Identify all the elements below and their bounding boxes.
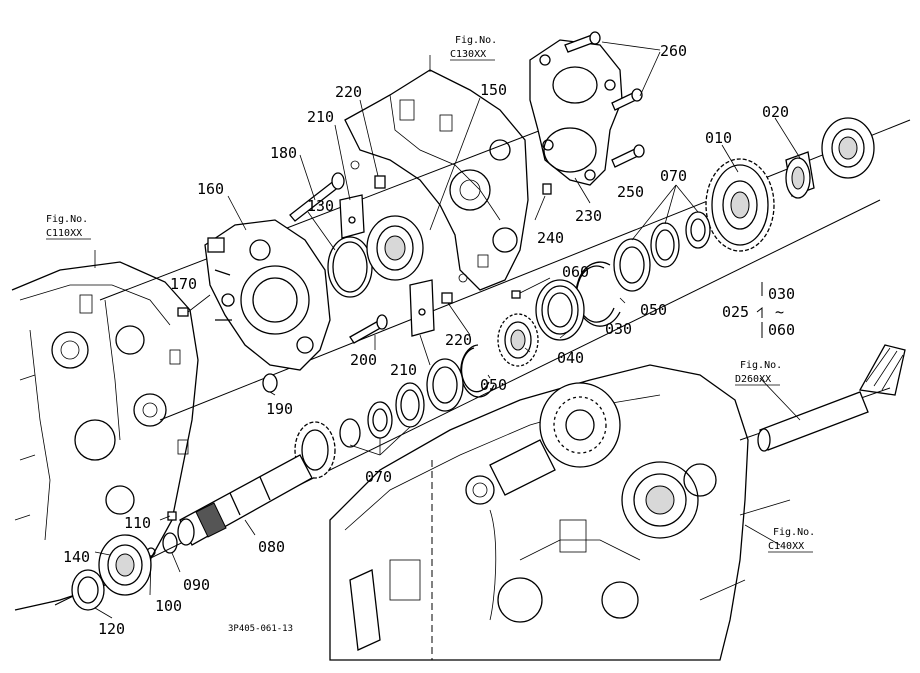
gear-010 bbox=[705, 158, 775, 252]
part-label-080: 080 bbox=[258, 538, 285, 556]
part-label-150: 150 bbox=[480, 81, 507, 99]
left-housing bbox=[11, 250, 199, 611]
assembly-note: 025 030 ~ 060 bbox=[722, 282, 795, 339]
part-label-050: 050 bbox=[640, 301, 667, 319]
part-label-010: 010 bbox=[705, 129, 732, 147]
bearing-140 bbox=[98, 534, 152, 596]
bolt-180 bbox=[289, 172, 345, 222]
part-label-230: 230 bbox=[575, 207, 602, 225]
part-label-260: 260 bbox=[660, 42, 687, 60]
svg-text:D260XX: D260XX bbox=[735, 374, 771, 385]
part-labels: 260 010 020 220 150 210 180 160 130 070 … bbox=[63, 42, 789, 638]
part-label-220: 220 bbox=[335, 83, 362, 101]
bolt-200 bbox=[349, 314, 388, 344]
part-label-060: 060 bbox=[562, 263, 589, 281]
part-label-200: 200 bbox=[350, 351, 377, 369]
svg-text:Fig.No.: Fig.No. bbox=[740, 360, 782, 371]
rings-070-upper bbox=[613, 211, 711, 292]
bolt-250 bbox=[611, 144, 645, 168]
bolt-260-top bbox=[564, 31, 601, 53]
lower-gear bbox=[539, 382, 621, 468]
part-label-030: 030 bbox=[605, 320, 632, 338]
pin-110 bbox=[167, 511, 177, 521]
sleeve-030 bbox=[535, 279, 585, 341]
svg-text:C130XX: C130XX bbox=[450, 49, 486, 60]
shaft-080 bbox=[177, 421, 336, 546]
fig-ref-d260: Fig.No. D260XX bbox=[735, 360, 782, 386]
part-label-140: 140 bbox=[63, 548, 90, 566]
bushing-190 bbox=[262, 373, 278, 393]
bolt-260-mid bbox=[611, 88, 643, 111]
part-label-100: 100 bbox=[155, 597, 182, 615]
cover-230 bbox=[529, 39, 623, 186]
part-label-020: 020 bbox=[762, 103, 789, 121]
part-label-070: 070 bbox=[365, 468, 392, 486]
part-label-250: 250 bbox=[617, 183, 644, 201]
upper-housing bbox=[344, 55, 529, 291]
assembly-parent: 025 bbox=[722, 303, 749, 321]
part-label-160: 160 bbox=[197, 180, 224, 198]
bearing-right bbox=[821, 117, 875, 179]
svg-text:Fig.No.: Fig.No. bbox=[455, 35, 497, 46]
part-label-130: 130 bbox=[307, 197, 334, 215]
bracket-210-lower bbox=[409, 279, 435, 337]
part-label-110: 110 bbox=[124, 514, 151, 532]
collar-020 bbox=[785, 151, 815, 199]
rings-070-lower bbox=[339, 358, 464, 448]
fig-ref-c110: Fig.No. C110XX bbox=[46, 214, 91, 240]
leader-lines bbox=[94, 41, 801, 619]
pinion-shaft bbox=[757, 344, 906, 452]
part-label-180: 180 bbox=[270, 144, 297, 162]
part-label-120: 120 bbox=[98, 620, 125, 638]
bearing-150 bbox=[366, 215, 424, 281]
part-label-210: 210 bbox=[307, 108, 334, 126]
assembly-child-bottom: 060 bbox=[768, 321, 795, 339]
cover-plate-160 bbox=[204, 219, 331, 371]
plug-220-upper bbox=[374, 175, 386, 189]
seal-120 bbox=[71, 569, 105, 611]
part-label-240: 240 bbox=[537, 229, 564, 247]
assembly-connector: ~ bbox=[775, 303, 784, 321]
hub-040 bbox=[497, 313, 539, 367]
svg-text:Fig.No.: Fig.No. bbox=[46, 214, 88, 225]
part-label-210: 210 bbox=[390, 361, 417, 379]
part-label-090: 090 bbox=[183, 576, 210, 594]
svg-text:C140XX: C140XX bbox=[768, 541, 804, 552]
svg-text:Fig.No.: Fig.No. bbox=[773, 527, 815, 538]
pin-060 bbox=[511, 290, 521, 299]
part-label-220: 220 bbox=[445, 331, 472, 349]
snap-ring-130 bbox=[327, 236, 373, 298]
fig-ref-c130: Fig.No. C130XX bbox=[450, 35, 497, 61]
assembly-child-top: 030 bbox=[768, 285, 795, 303]
part-label-040: 040 bbox=[557, 349, 584, 367]
part-label-170: 170 bbox=[170, 275, 197, 293]
ring-090 bbox=[162, 532, 178, 554]
bracket-210-upper bbox=[339, 194, 365, 239]
fig-ref-c140: Fig.No. C140XX bbox=[768, 527, 815, 553]
part-label-050: 050 bbox=[480, 376, 507, 394]
pin-240 bbox=[542, 183, 552, 195]
pin-170 bbox=[177, 307, 189, 317]
lower-housing bbox=[329, 364, 791, 661]
drawing-code: 3P405-061-13 bbox=[228, 624, 293, 634]
svg-text:C110XX: C110XX bbox=[46, 228, 82, 239]
part-label-070: 070 bbox=[660, 167, 687, 185]
part-label-190: 190 bbox=[266, 400, 293, 418]
plug-220-lower bbox=[441, 292, 453, 304]
